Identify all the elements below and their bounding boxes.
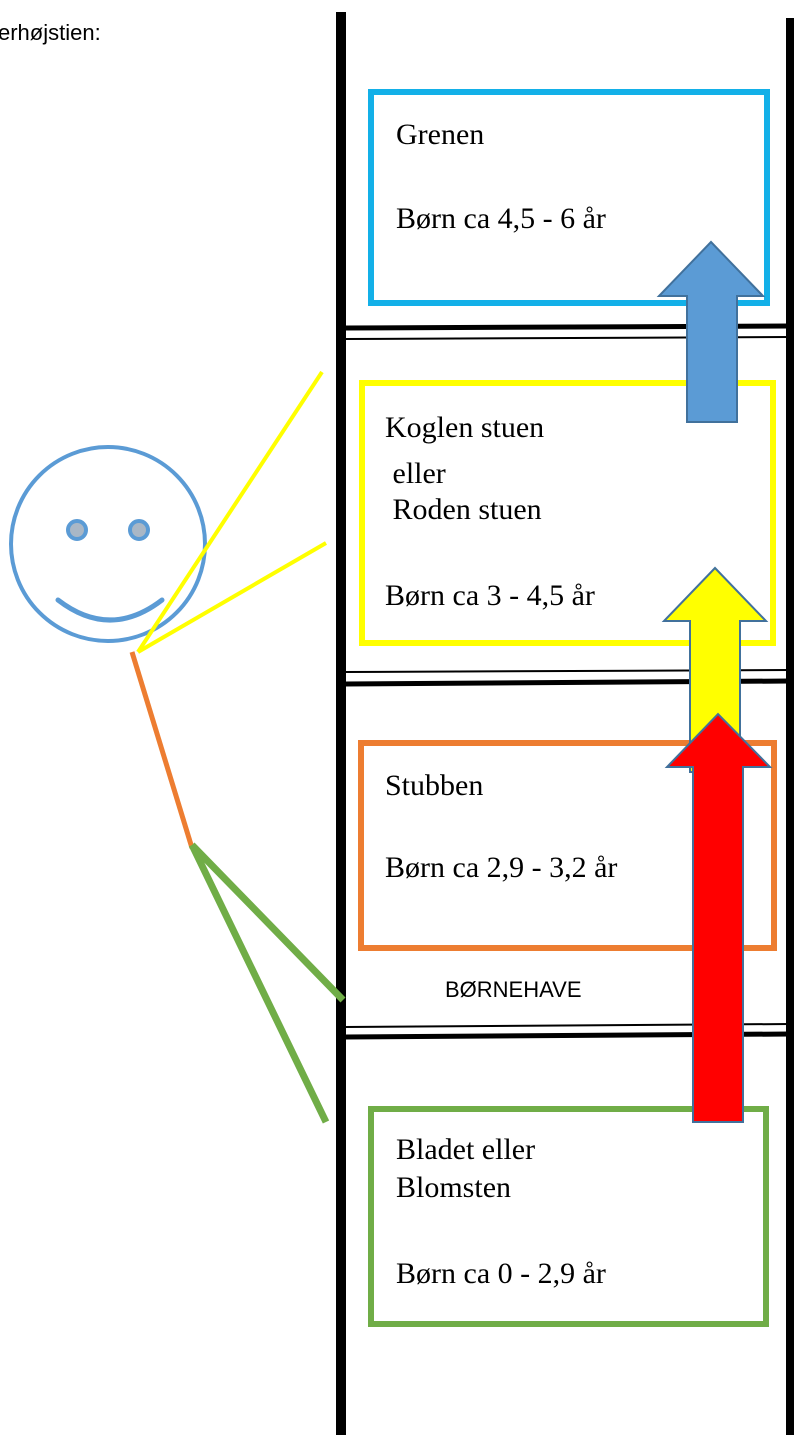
box-grenen-age: Børn ca 4,5 - 6 år: [396, 202, 606, 235]
figure-right-eye: [128, 519, 150, 541]
ladder-rung-2: [344, 669, 791, 687]
stick-figure: [9, 370, 346, 1124]
box-stubben: Stubben Børn ca 2,9 - 3,2 år: [358, 740, 777, 951]
ladder-rung-1: [344, 323, 791, 340]
box-grenen-title: Grenen: [396, 118, 485, 151]
figure-leg-left: [188, 843, 330, 1124]
box-stubben-age: Børn ca 2,9 - 3,2 år: [385, 851, 618, 884]
box-bladet: Bladet eller Blomsten Børn ca 0 - 2,9 år: [368, 1106, 769, 1327]
figure-head: [9, 445, 207, 643]
box-bladet-line2: Blomsten: [396, 1171, 512, 1204]
box-koglen-line3: Roden stuen: [385, 493, 542, 526]
box-bladet-age: Børn ca 0 - 2,9 år: [396, 1257, 606, 1290]
box-grenen: Grenen Børn ca 4,5 - 6 år: [368, 89, 770, 306]
header-text: erhøjstien:: [0, 20, 101, 45]
section-label-boernehave: BØRNEHAVE: [445, 977, 582, 1002]
box-koglen-line2: eller: [385, 457, 446, 490]
ladder-rung-3: [344, 1023, 791, 1040]
figure-body: [129, 651, 195, 849]
box-koglen: Koglen stuen eller Roden stuen Børn ca 3…: [359, 380, 776, 646]
box-koglen-age: Børn ca 3 - 4,5 år: [385, 579, 595, 612]
figure-left-eye: [66, 519, 88, 541]
figure-arm-upper: [136, 370, 324, 654]
box-bladet-line1: Bladet eller: [396, 1133, 536, 1166]
box-koglen-line1: Koglen stuen: [385, 411, 545, 444]
figure-arm-lower: [136, 541, 328, 654]
figure-leg-right: [189, 842, 346, 1003]
box-stubben-title: Stubben: [385, 769, 484, 802]
figure-smile: [55, 597, 165, 623]
